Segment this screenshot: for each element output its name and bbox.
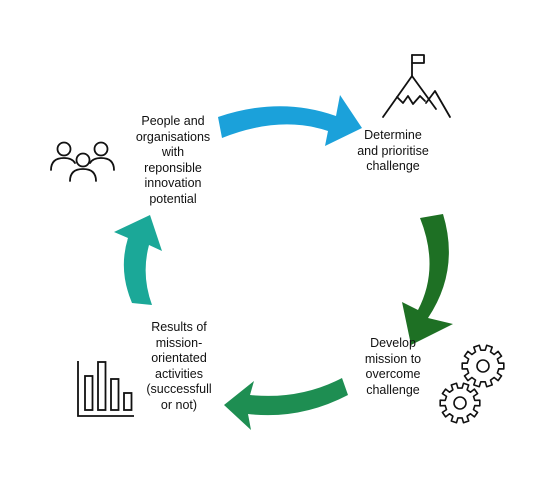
arrow-determine-to-develop — [402, 214, 453, 345]
stage-label-develop: Develop mission to overcome challenge — [364, 336, 422, 397]
stage-label-people: People and organisations with reponsible… — [135, 114, 211, 206]
mountain-flag-icon — [382, 54, 451, 118]
stage-label-results: Results of mission- orientated activitie… — [146, 320, 212, 412]
people-group-icon — [50, 141, 115, 182]
stage-label-determine: Determine and prioritise challenge — [357, 128, 429, 173]
arrow-develop-to-results — [224, 378, 348, 430]
arrow-people-to-determine — [218, 95, 362, 146]
bar-chart-icon — [77, 361, 134, 417]
arrow-results-to-people — [114, 215, 162, 305]
gears-icon — [439, 344, 505, 424]
